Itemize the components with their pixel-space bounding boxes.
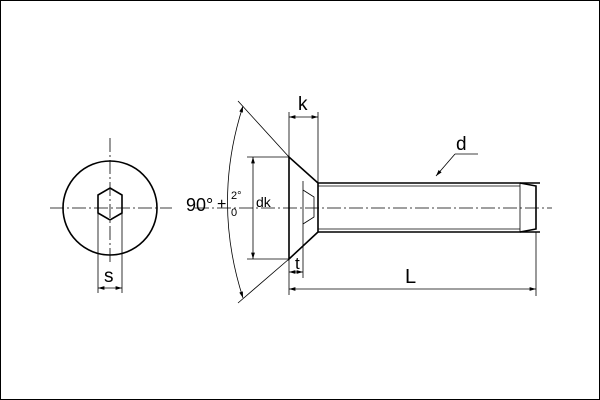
hex-socket <box>97 187 123 221</box>
label-L: L <box>405 266 416 288</box>
label-t: t <box>295 254 300 273</box>
side-view <box>195 100 552 304</box>
label-k: k <box>298 94 308 115</box>
end-view <box>50 138 172 293</box>
label-tol-plus: + <box>217 196 226 213</box>
countersink-ext-bottom <box>237 258 290 304</box>
label-angle: 90° <box>186 195 213 215</box>
label-tol-upper: 2° <box>231 190 242 202</box>
shank-tip <box>519 182 537 233</box>
label-tol-lower: 0 <box>231 207 237 219</box>
label-d: d <box>456 134 467 155</box>
countersink-ext-top <box>237 100 290 158</box>
label-dk: dk <box>256 194 272 210</box>
angle-arc <box>227 105 244 299</box>
d-leader-line <box>435 153 456 177</box>
socket-outline <box>302 189 315 225</box>
label-s: s <box>104 266 114 287</box>
